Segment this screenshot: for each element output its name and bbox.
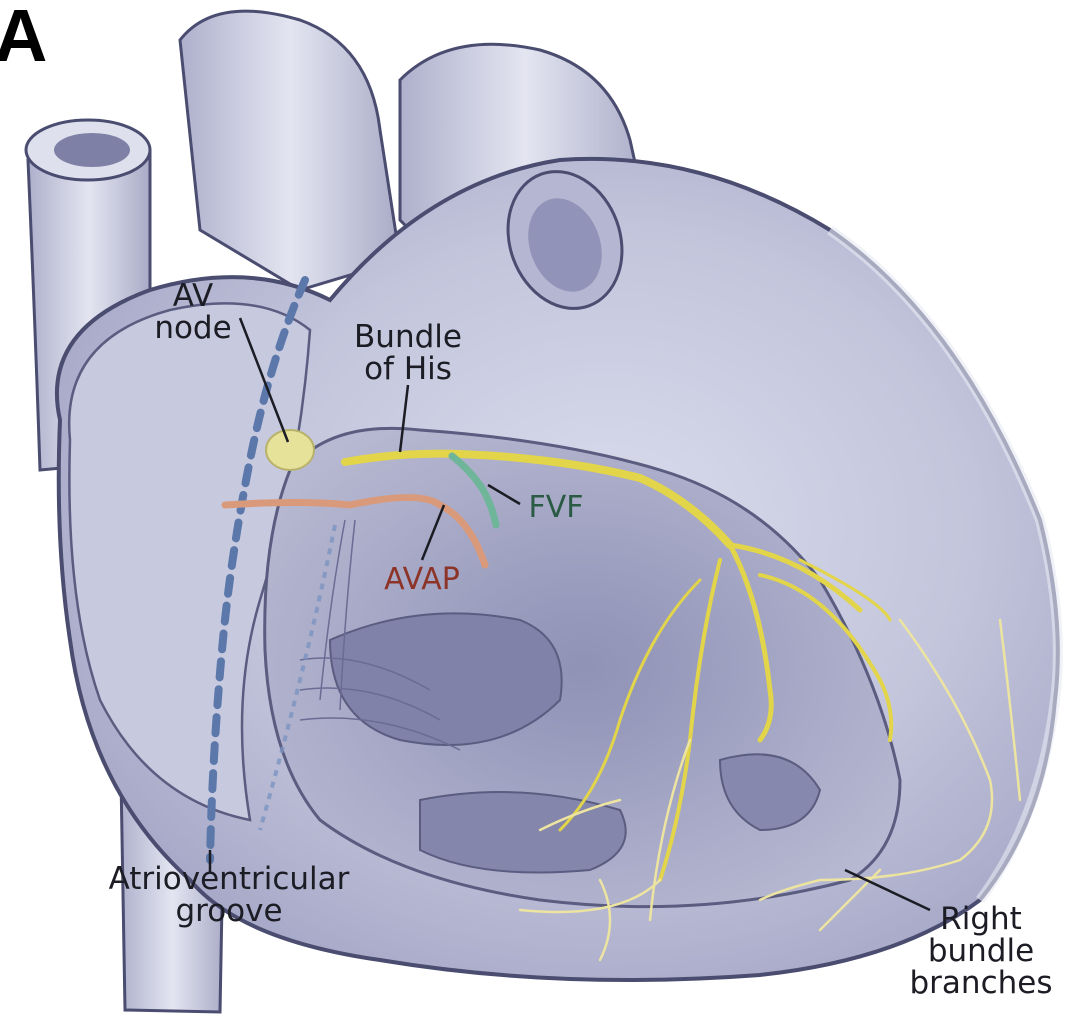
label-avap: AVAP [372,564,472,596]
panel-letter: A [0,0,47,76]
label-right-bundle-branches: Right bundle branches [896,903,1066,999]
label-av-node: AV node [138,280,248,344]
trabecula [420,792,626,873]
av-node [266,430,314,470]
label-bundle-of-his: Bundle of His [338,321,478,385]
aorta [180,11,400,290]
label-av-groove: Atrioventricular groove [84,863,374,927]
label-fvf: FVF [516,492,596,524]
